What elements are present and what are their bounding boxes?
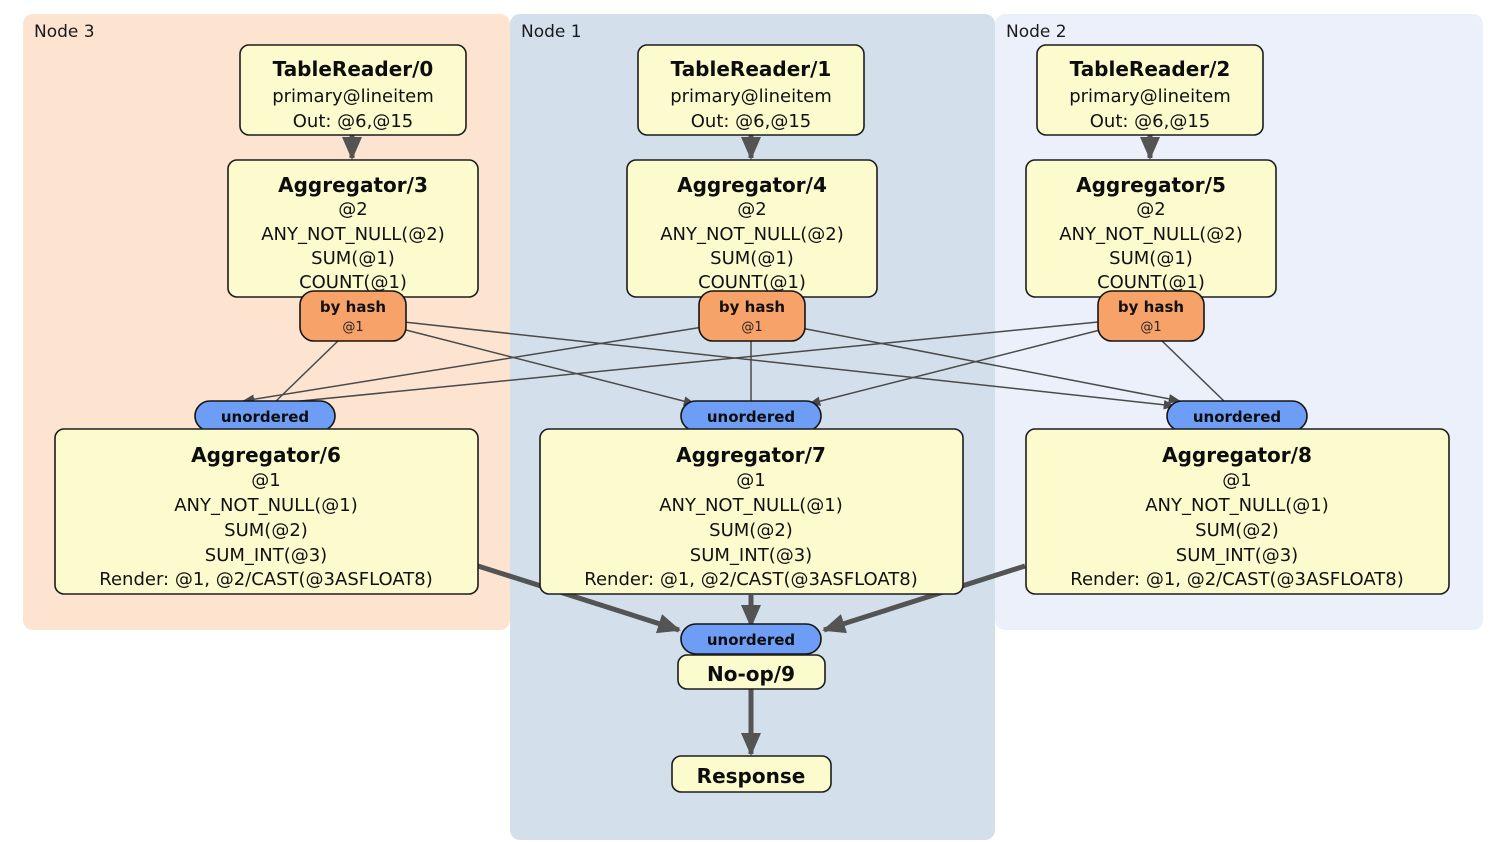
processor-line: SUM(@2) <box>224 520 308 541</box>
router-subtitle: @1 <box>1140 320 1161 335</box>
processor-line: SUM(@1) <box>1109 248 1193 269</box>
processor-line: Render: @1, @2/CAST(@3ASFLOAT8) <box>1070 569 1403 590</box>
edge-aggregator6-to-unordered9 <box>477 563 681 634</box>
processor-line: Out: @6,@15 <box>293 111 414 132</box>
router-subtitle: @1 <box>741 320 762 335</box>
collector-unordered-9[interactable]: unordered <box>680 623 822 655</box>
edge-byhash4-to-unordered8 <box>800 327 1181 404</box>
processor-line: SUM(@1) <box>311 248 395 269</box>
processor-aggregator-5[interactable]: Aggregator/5 @2 ANY_NOT_NULL(@2) SUM(@1)… <box>1025 159 1277 298</box>
panel-label-node-3: Node 3 <box>34 22 95 42</box>
edge-byhash5-to-unordered8 <box>1159 338 1227 404</box>
processor-aggregator-8[interactable]: Aggregator/8 @1 ANY_NOT_NULL(@1) SUM(@2)… <box>1025 428 1450 595</box>
processor-response[interactable]: Response <box>671 755 832 793</box>
processor-aggregator-6[interactable]: Aggregator/6 @1 ANY_NOT_NULL(@1) SUM(@2)… <box>54 428 479 595</box>
processor-line: ANY_NOT_NULL(@1) <box>659 495 843 516</box>
processor-line: Out: @6,@15 <box>691 111 812 132</box>
processor-title: Aggregator/8 <box>1162 443 1312 467</box>
processor-title: TableReader/2 <box>1070 57 1231 81</box>
processor-title: Aggregator/7 <box>676 443 826 467</box>
collector-unordered-6[interactable]: unordered <box>194 400 336 432</box>
processor-line: primary@lineitem <box>1069 86 1231 107</box>
processor-box[interactable] <box>1025 428 1450 595</box>
processor-line: SUM(@2) <box>1195 520 1279 541</box>
processor-aggregator-7[interactable]: Aggregator/7 @1 ANY_NOT_NULL(@1) SUM(@2)… <box>539 428 964 595</box>
processor-title: TableReader/0 <box>273 57 434 81</box>
processor-box[interactable] <box>677 654 826 690</box>
edge-byhash3-to-unordered7 <box>401 328 696 406</box>
processor-line: @2 <box>737 199 766 220</box>
panel-label-node-1: Node 1 <box>521 22 582 42</box>
processor-box[interactable] <box>239 44 467 136</box>
processor-line: SUM_INT(@3) <box>1176 545 1298 566</box>
edge-byhash3-to-unordered8 <box>403 321 1176 410</box>
panel-label-node-2: Node 2 <box>1006 22 1067 42</box>
collector-unordered-7[interactable]: unordered <box>680 400 822 432</box>
router-box[interactable] <box>698 290 806 342</box>
processor-line: SUM(@2) <box>709 520 793 541</box>
collector-box[interactable] <box>680 623 822 655</box>
processor-line: SUM(@1) <box>710 248 794 269</box>
collector-label: unordered <box>707 631 795 649</box>
processor-box[interactable] <box>637 44 865 136</box>
processor-line: SUM_INT(@3) <box>205 545 327 566</box>
processor-box[interactable] <box>539 428 964 595</box>
processor-line: COUNT(@1) <box>698 272 806 293</box>
processor-tablereader-1[interactable]: TableReader/1 primary@lineitem Out: @6,@… <box>637 44 865 136</box>
processor-line: Out: @6,@15 <box>1090 111 1211 132</box>
processor-aggregator-4[interactable]: Aggregator/4 @2 ANY_NOT_NULL(@2) SUM(@1)… <box>626 159 878 298</box>
processor-line: ANY_NOT_NULL(@1) <box>174 495 358 516</box>
processor-noop-9[interactable]: No-op/9 <box>677 654 826 690</box>
processor-title: No-op/9 <box>707 662 795 686</box>
processor-tablereader-2[interactable]: TableReader/2 primary@lineitem Out: @6,@… <box>1036 44 1264 136</box>
processor-line: @2 <box>338 199 367 220</box>
processor-title: TableReader/1 <box>671 57 832 81</box>
processor-line: @2 <box>1136 199 1165 220</box>
processor-title: Aggregator/4 <box>677 173 827 197</box>
router-by-hash-5[interactable]: by hash @1 <box>1097 290 1205 342</box>
collector-label: unordered <box>707 408 795 426</box>
router-title: by hash <box>1118 298 1184 316</box>
edge-aggregator8-to-unordered9 <box>822 563 1026 634</box>
processor-line: COUNT(@1) <box>1097 272 1205 293</box>
processor-line: SUM_INT(@3) <box>690 545 812 566</box>
processor-title: Aggregator/5 <box>1076 173 1226 197</box>
processor-line: ANY_NOT_NULL(@2) <box>660 224 844 245</box>
collector-unordered-8[interactable]: unordered <box>1166 400 1308 432</box>
edge-byhash3-to-unordered6 <box>273 338 341 404</box>
edge-byhash4-to-unordered6 <box>242 326 704 404</box>
processor-line: @1 <box>1222 470 1251 491</box>
router-box[interactable] <box>1097 290 1205 342</box>
processor-line: @1 <box>251 470 280 491</box>
edge-byhash5-to-unordered7 <box>808 329 1101 406</box>
processor-line: ANY_NOT_NULL(@2) <box>261 224 445 245</box>
router-box[interactable] <box>299 290 407 342</box>
processor-title: Response <box>697 764 806 788</box>
processor-line: ANY_NOT_NULL(@1) <box>1145 495 1329 516</box>
router-subtitle: @1 <box>342 320 363 335</box>
router-by-hash-3[interactable]: by hash @1 <box>299 290 407 342</box>
processor-line: Render: @1, @2/CAST(@3ASFLOAT8) <box>99 569 432 590</box>
processor-line: primary@lineitem <box>670 86 832 107</box>
processor-tablereader-0[interactable]: TableReader/0 primary@lineitem Out: @6,@… <box>239 44 467 136</box>
processor-line: COUNT(@1) <box>299 272 407 293</box>
router-by-hash-4[interactable]: by hash @1 <box>698 290 806 342</box>
edge-byhash5-to-unordered6 <box>229 321 1099 412</box>
collector-label: unordered <box>221 408 309 426</box>
processor-line: @1 <box>736 470 765 491</box>
processor-box[interactable] <box>671 755 832 793</box>
processor-line: ANY_NOT_NULL(@2) <box>1059 224 1243 245</box>
processor-aggregator-3[interactable]: Aggregator/3 @2 ANY_NOT_NULL(@2) SUM(@1)… <box>227 159 479 298</box>
processor-title: Aggregator/6 <box>191 443 341 467</box>
processor-line: primary@lineitem <box>272 86 434 107</box>
collector-label: unordered <box>1193 408 1281 426</box>
processor-box[interactable] <box>1036 44 1264 136</box>
router-title: by hash <box>719 298 785 316</box>
processor-title: Aggregator/3 <box>278 173 428 197</box>
processor-line: Render: @1, @2/CAST(@3ASFLOAT8) <box>584 569 917 590</box>
router-title: by hash <box>320 298 386 316</box>
processor-box[interactable] <box>54 428 479 595</box>
